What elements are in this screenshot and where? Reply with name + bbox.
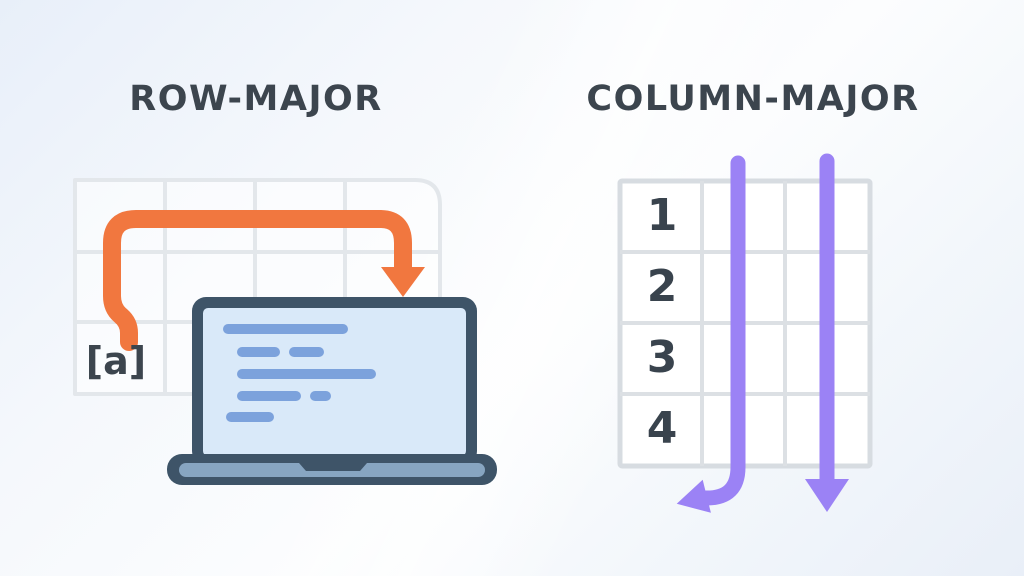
- code-lines-icon: [223, 324, 376, 422]
- column-traversal-arrow-2-icon: [805, 153, 849, 512]
- row-major-title: ROW-MAJOR: [129, 79, 383, 119]
- row-index-label-1: 1: [646, 190, 678, 241]
- column-major-title: COLUMN-MAJOR: [586, 79, 920, 119]
- laptop-icon: [167, 297, 497, 485]
- row-index-label-2: 2: [646, 261, 678, 312]
- row-traversal-arrow-icon: [103, 210, 425, 351]
- memory-cell-label: [a]: [85, 339, 147, 383]
- row-index-label-3: 3: [646, 332, 678, 383]
- row-index-label-4: 4: [646, 403, 678, 454]
- column-traversal-arrow-1-icon: [676, 155, 746, 513]
